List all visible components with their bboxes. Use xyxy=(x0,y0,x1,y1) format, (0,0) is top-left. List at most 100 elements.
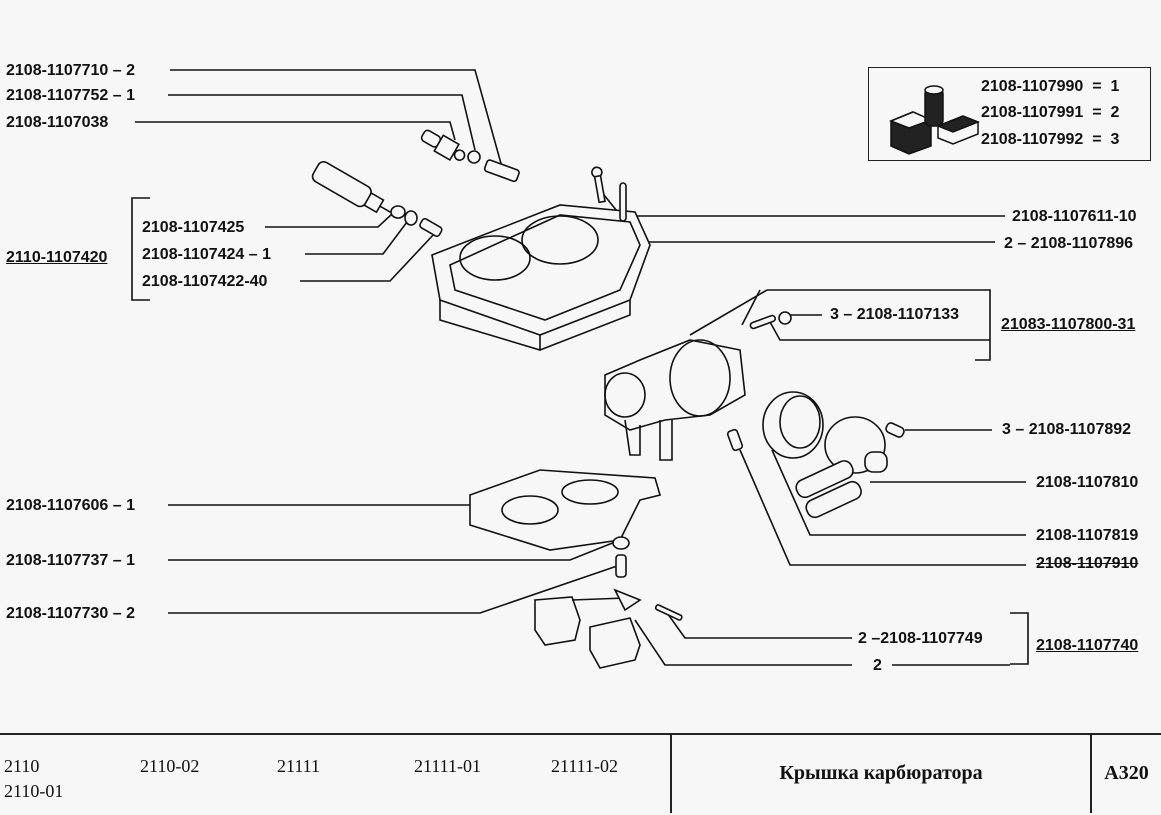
parts-art xyxy=(311,129,905,669)
washer-part xyxy=(612,536,630,550)
group-bracket xyxy=(131,197,150,301)
callout-label: 2108-1107752 – 1 xyxy=(6,87,135,105)
part-number: 2108-1107422-40 xyxy=(142,273,268,290)
leader-line xyxy=(170,69,506,179)
gasket-part xyxy=(469,469,662,551)
plug-part xyxy=(483,159,520,183)
equals: = xyxy=(1092,131,1102,148)
equals: = xyxy=(1092,78,1102,95)
dash: – xyxy=(112,552,122,569)
callout-label: 2108-1107611-10 xyxy=(1012,208,1137,226)
quantity: 2 xyxy=(126,605,136,622)
dash: – xyxy=(843,306,853,323)
leader-line xyxy=(771,449,1026,536)
stud-part xyxy=(619,182,627,222)
leader-line xyxy=(265,213,393,228)
leader-line xyxy=(168,539,621,561)
washer-part xyxy=(467,150,481,164)
callout-label: 2108-1107606 – 1 xyxy=(6,497,135,515)
dash: – xyxy=(1015,421,1025,438)
callout-label: 2 – 2108-1107896 xyxy=(1004,235,1133,253)
exploded-view-drawing xyxy=(131,69,1029,669)
part-number: 2108-1107737 xyxy=(6,552,109,569)
quantity: 2 xyxy=(858,630,867,647)
screw-part xyxy=(726,428,744,452)
quantity: 1 xyxy=(126,497,136,514)
sheet-code: A320 xyxy=(1104,761,1149,784)
part-number: 2108-1107810 xyxy=(1036,474,1139,491)
part-number: 2108-1107606 xyxy=(6,497,109,514)
legend-row: 2108-1107992 = 3 xyxy=(981,131,1119,149)
callout-label: 2 –2108-1107749 xyxy=(858,630,983,648)
ring-part xyxy=(762,391,824,459)
screw-part xyxy=(778,311,792,325)
pin-part xyxy=(654,604,683,621)
fitting-part xyxy=(420,129,466,162)
assembly-number: 2108-1107740 xyxy=(1036,637,1139,654)
part-number: 2108-1107896 xyxy=(1030,235,1134,252)
leader-line xyxy=(135,121,456,141)
callout-label: 2108-1107422-40 xyxy=(142,273,267,291)
leader-line xyxy=(168,564,621,614)
assembly-number: 21083-1107800-31 xyxy=(1001,316,1136,333)
starting-device-part xyxy=(604,339,746,461)
callout-label: 2 xyxy=(873,657,882,675)
screw-part xyxy=(591,166,606,204)
callout-label: 2108-1107710 – 2 xyxy=(6,62,135,80)
part-number: 2108-1107892 xyxy=(1028,421,1132,438)
dash: – xyxy=(1017,235,1027,252)
leader-line xyxy=(664,609,852,639)
dash: – xyxy=(871,630,881,647)
part-number: 2108-1107730 xyxy=(6,605,109,622)
fuel-filter-part xyxy=(311,161,391,214)
needle-valve-part xyxy=(419,217,443,238)
part-number: 2108-1107992 xyxy=(981,131,1084,148)
quantity: 2 xyxy=(873,657,882,674)
callout-label: 2108-1107038 xyxy=(6,114,108,132)
leader-line xyxy=(168,94,476,151)
legend-row: 2108-1107991 = 2 xyxy=(981,104,1119,122)
kit-parts-icon xyxy=(888,85,981,155)
callout-label: 3 – 2108-1107133 xyxy=(830,306,959,324)
legend-value: 1 xyxy=(1110,78,1120,95)
quantity: 1 xyxy=(262,246,272,263)
callout-label: 2108-1107819 xyxy=(1036,527,1138,545)
model-code: 21111-01 xyxy=(414,756,481,776)
model-code: 2110 xyxy=(4,756,40,776)
part-number: 2108-1107424 xyxy=(142,246,245,263)
part-number: 2108-1107752 xyxy=(6,87,109,104)
quantity: 2 xyxy=(126,62,136,79)
screw-part xyxy=(885,422,905,438)
quantity: 2 xyxy=(1004,235,1013,252)
model-code: 21111-02 xyxy=(551,756,618,776)
title-block xyxy=(0,733,1161,815)
leader-line xyxy=(739,449,1026,566)
dash: – xyxy=(248,246,258,263)
part-number: 2108-1107038 xyxy=(6,114,109,131)
callout-label: 2108-1107730 – 2 xyxy=(6,605,135,623)
callout-label-struck: 2108-1107910 xyxy=(1036,555,1138,573)
dash: – xyxy=(112,62,122,79)
choke-cover-part xyxy=(795,416,888,519)
part-number: 2108-1107425 xyxy=(142,219,245,236)
part-number: 2108-1107910 xyxy=(1036,555,1139,572)
part-number: 2108-1107990 xyxy=(981,78,1084,95)
leader-line xyxy=(634,619,852,666)
part-number: 2108-1107991 xyxy=(981,104,1084,121)
dash: – xyxy=(112,605,122,622)
part-number: 2108-1107749 xyxy=(880,630,983,647)
washer-part xyxy=(404,210,418,226)
legend-row: 2108-1107990 = 1 xyxy=(981,78,1119,96)
quantity: 1 xyxy=(126,552,136,569)
part-number: 2108-1107710 xyxy=(6,62,109,79)
quantity: 3 xyxy=(1002,421,1011,438)
float-part xyxy=(534,588,642,669)
divider xyxy=(670,733,672,813)
model-code: 21111 xyxy=(277,756,320,776)
dash: – xyxy=(112,87,122,104)
page-title: Крышка карбюратора xyxy=(779,761,983,784)
callout-label: 2108-1107424 – 1 xyxy=(142,246,271,264)
assembly-number: 2110-1107420 xyxy=(6,249,108,266)
part-number: 2108-1107611-10 xyxy=(1012,208,1137,225)
legend-value: 3 xyxy=(1110,131,1120,148)
